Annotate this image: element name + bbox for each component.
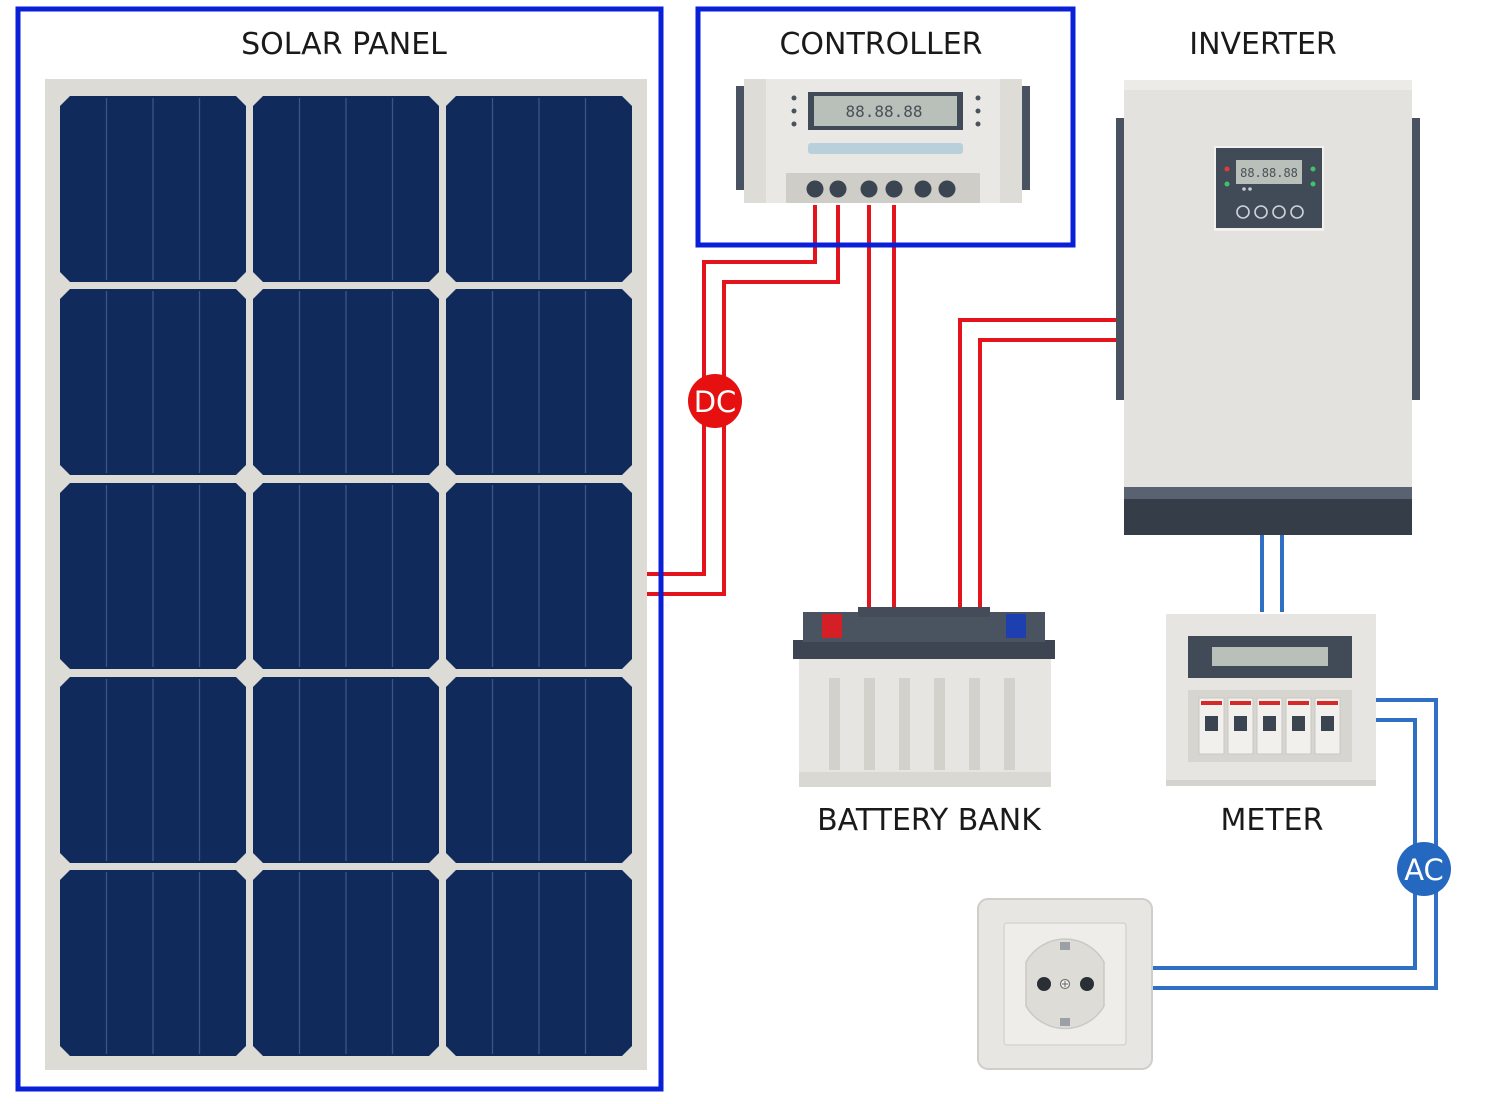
- breaker-indicator: [1201, 701, 1222, 705]
- controller-label: CONTROLLER: [779, 27, 982, 62]
- socket-hole-left: [1037, 977, 1051, 991]
- controller-highlight-box: [695, 6, 1076, 248]
- battery-ribs: [829, 678, 1015, 770]
- breaker-indicator: [1317, 701, 1338, 705]
- ac-badge-text: AC: [1404, 853, 1444, 887]
- inverter-indicator-dot-1: [1242, 187, 1246, 191]
- meter-display: [1212, 647, 1328, 666]
- breaker-switch: [1234, 716, 1247, 731]
- battery-case-bottom: [799, 772, 1051, 787]
- controller-indicator-bar: [808, 143, 963, 154]
- battery-lid-center: [858, 607, 990, 617]
- inverter-status-led-green-2: [1310, 166, 1316, 172]
- inverter-status-led-green-1: [1224, 181, 1230, 187]
- inverter-base: [1124, 499, 1412, 535]
- wall-socket: [977, 898, 1153, 1070]
- controller-side-right: [1000, 79, 1022, 203]
- breaker-indicator: [1288, 701, 1309, 705]
- battery-terminal-negative: [1006, 614, 1026, 638]
- battery-lid: [793, 640, 1055, 659]
- ac-badge: AC: [1397, 842, 1451, 896]
- inverter-buttons: [1236, 205, 1304, 219]
- battery-terminal-positive: [822, 614, 842, 638]
- solar-panel-highlight-box: [15, 6, 664, 1092]
- breaker-switch: [1292, 716, 1305, 731]
- inverter-status-led-red: [1224, 166, 1230, 172]
- socket-ground-clip-top: [1060, 942, 1070, 950]
- inverter-body: [1124, 80, 1412, 500]
- breaker-indicator: [1230, 701, 1251, 705]
- solar-cells: [60, 96, 632, 1056]
- controller-bracket-right: [1021, 86, 1030, 190]
- meter-label: METER: [1221, 803, 1324, 838]
- breaker-switch: [1321, 716, 1334, 731]
- solar-panel: [45, 79, 647, 1070]
- inverter-to-battery-wire-2: [978, 338, 1116, 612]
- charge-controller: 88.88.88: [736, 79, 1030, 203]
- inverter-label: INVERTER: [1189, 27, 1337, 62]
- battery-bank-label: BATTERY BANK: [817, 803, 1042, 838]
- inverter-bracket-right: [1411, 118, 1420, 400]
- inverter-bracket-left: [1116, 118, 1125, 400]
- dc-badge-text: DC: [694, 385, 737, 419]
- panel-to-controller-wire-2: [646, 205, 840, 596]
- inverter: 88.88.88: [1116, 80, 1420, 535]
- inverter-top-cap: [1124, 80, 1412, 90]
- controller-display-text: 88.88.88: [845, 102, 922, 121]
- inverter-indicator-dot-2: [1248, 187, 1252, 191]
- inverter-to-battery-wire-1: [958, 318, 1116, 612]
- battery-bank: [793, 607, 1055, 787]
- solar-panel-label: SOLAR PANEL: [241, 27, 447, 62]
- socket-ground-clip-bottom: [1060, 1018, 1070, 1026]
- meter-breakers: [1198, 697, 1341, 755]
- dc-badge: DC: [688, 374, 742, 428]
- breaker: [1227, 697, 1254, 755]
- inverter-status-led-green-3: [1310, 181, 1316, 187]
- controller-screen: [814, 96, 957, 126]
- controller-indicator-dots: [791, 95, 981, 127]
- meter-body-bottom: [1166, 780, 1376, 786]
- controller-bracket-left: [736, 86, 745, 190]
- socket-hole-right: [1080, 977, 1094, 991]
- ac-badge-circle: [1397, 842, 1451, 896]
- controller-terminals: [806, 180, 956, 198]
- breaker: [1256, 697, 1283, 755]
- breaker-switch: [1205, 716, 1218, 731]
- inverter-base-trim: [1124, 487, 1412, 499]
- controller-side-left: [744, 79, 766, 203]
- breaker-indicator: [1259, 701, 1280, 705]
- breaker-switch: [1263, 716, 1276, 731]
- meter-to-socket-wire-2: [1152, 698, 1438, 990]
- inverter-display-text: 88.88.88: [1240, 166, 1298, 180]
- dc-badge-circle: [688, 374, 742, 428]
- meter: [1166, 614, 1376, 786]
- inverter-screen: [1236, 160, 1302, 184]
- breaker: [1285, 697, 1312, 755]
